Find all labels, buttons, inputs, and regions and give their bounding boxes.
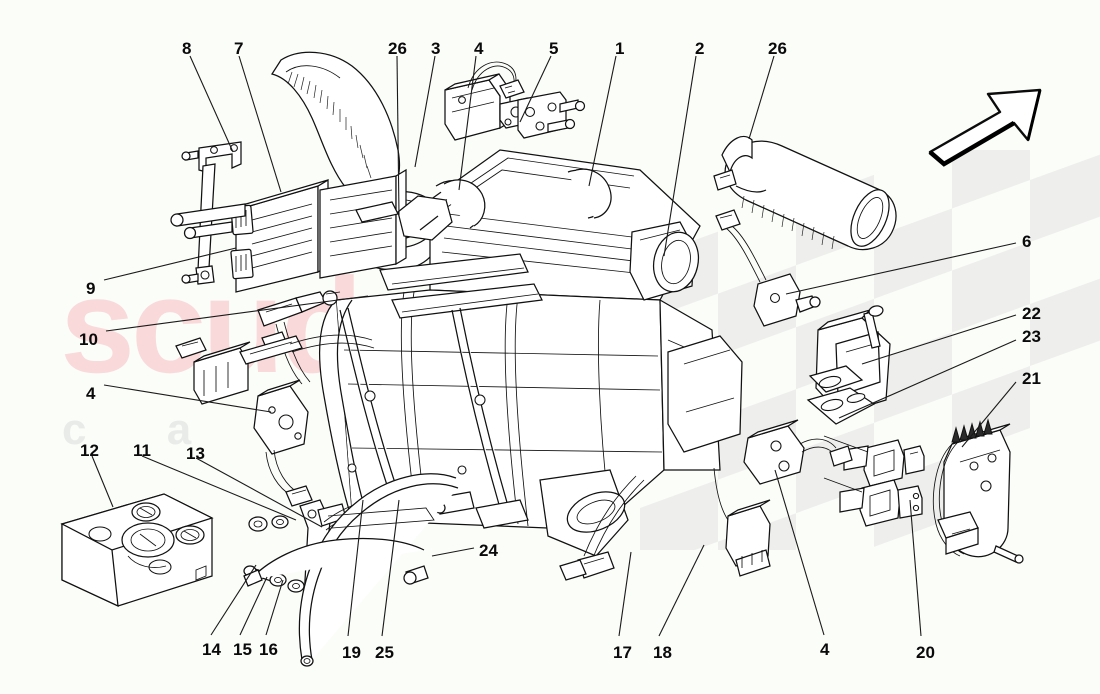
leader-line-21 (961, 381, 1017, 448)
leader-line-2 (663, 55, 697, 257)
leader-line-8 (189, 55, 234, 153)
forward-direction-arrow (928, 88, 1042, 167)
callout-number-7: 7 (234, 39, 244, 58)
leader-line-22 (861, 314, 1017, 365)
callout-number-4: 4 (86, 384, 96, 403)
air-outlet-flange (629, 221, 700, 301)
callout-number-18: 18 (653, 643, 672, 662)
callout-number-10: 10 (79, 330, 98, 349)
wiring-harness (175, 290, 375, 405)
leader-line-13 (195, 457, 323, 528)
callout-number-12: 12 (80, 441, 99, 460)
leader-line-7 (238, 55, 282, 193)
callout-number-23: 23 (1022, 327, 1041, 346)
leader-line-26 (396, 55, 400, 216)
callout-number-6: 6 (1022, 232, 1032, 251)
leader-line-17 (618, 551, 632, 637)
vacuum-actuator (715, 209, 821, 327)
leader-line-5 (519, 55, 552, 123)
leader-line-26 (748, 55, 775, 140)
leader-line-25 (381, 499, 400, 637)
leader-line-4 (458, 55, 477, 191)
leader-line-3 (414, 55, 436, 168)
callout-number-17: 17 (613, 643, 632, 662)
flap-valve-assembly (806, 305, 891, 425)
relay (713, 467, 771, 577)
callout-number-16: 16 (259, 640, 278, 659)
callout-number-1: 1 (615, 39, 625, 58)
leader-line-23 (838, 339, 1017, 419)
evaporator-heater-unit (318, 149, 743, 557)
leader-line-16 (265, 579, 284, 636)
callout-number-19: 19 (342, 643, 361, 662)
callout-number-5: 5 (549, 39, 559, 58)
leader-line-19 (347, 499, 364, 637)
electrical-connector-right (743, 419, 853, 485)
blower-resistor-module (230, 168, 407, 293)
leader-line-24 (431, 547, 475, 557)
leader-line-15 (239, 576, 268, 636)
capillary-tube (243, 507, 435, 587)
relay-sockets (823, 435, 925, 527)
leader-line-6 (785, 242, 1017, 295)
callout-number-8: 8 (182, 39, 192, 58)
leader-line-14 (210, 564, 257, 636)
mounting-bracket-plate (517, 91, 586, 139)
leader-line-20 (909, 499, 922, 637)
electrical-connector-left (253, 379, 313, 507)
leader-line-1 (588, 55, 617, 187)
callout-number-22: 22 (1022, 304, 1041, 323)
support-bracket (170, 141, 246, 285)
callout-number-3: 3 (431, 39, 441, 58)
leader-line-10 (105, 295, 369, 332)
drain-hose (298, 473, 459, 667)
control-module (932, 418, 1024, 564)
leader-line-18 (658, 544, 705, 637)
leader-line-9 (103, 247, 237, 281)
air-duct-hose-right (713, 135, 897, 251)
callout-number-4: 4 (474, 39, 484, 58)
leader-line-12 (91, 455, 114, 508)
callout-leader-lines (91, 55, 1017, 637)
callout-number-9: 9 (86, 279, 96, 298)
callout-number-21: 21 (1022, 369, 1041, 388)
leader-line-4 (103, 384, 272, 413)
callout-number-25: 25 (375, 643, 394, 662)
cable-connector (559, 475, 645, 581)
leader-line-4 (774, 469, 825, 636)
callout-number-11: 11 (133, 441, 151, 460)
callout-number-26: 26 (768, 39, 787, 58)
callout-number-13: 13 (186, 444, 205, 463)
control-panel-unit (60, 493, 214, 608)
callout-number-14: 14 (202, 640, 221, 659)
callout-number-26: 26 (388, 39, 407, 58)
leader-line-11 (141, 455, 297, 521)
actuator-motor-upper (444, 61, 535, 141)
callout-number-15: 15 (233, 640, 252, 659)
callout-number-24: 24 (479, 541, 498, 560)
callout-number-4: 4 (820, 640, 830, 659)
callout-number-2: 2 (695, 39, 705, 58)
callout-number-20: 20 (916, 643, 935, 662)
